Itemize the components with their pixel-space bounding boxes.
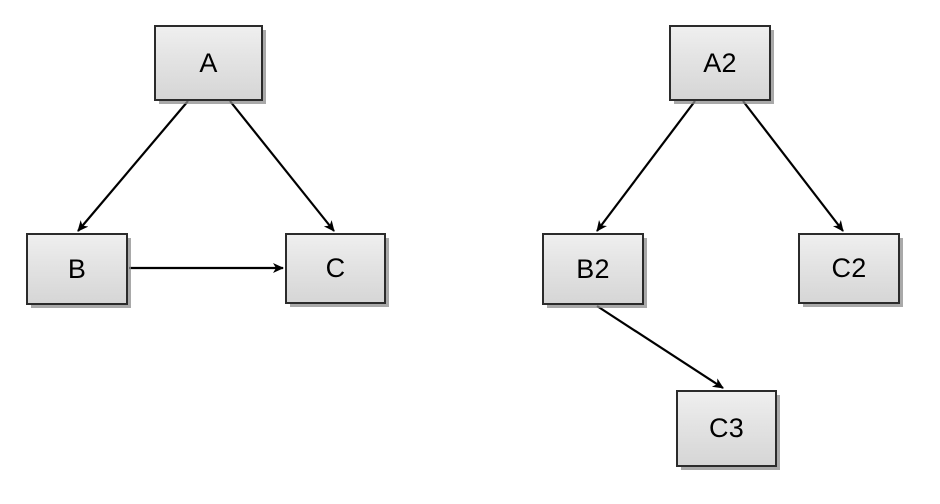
node-a2[interactable]: A2 — [669, 25, 771, 101]
node-c3[interactable]: C3 — [676, 390, 777, 467]
node-c2-label: C2 — [831, 253, 867, 283]
node-b[interactable]: B — [26, 233, 128, 305]
edge-b2-to-c3[interactable] — [596, 305, 724, 389]
node-b2[interactable]: B2 — [542, 233, 644, 305]
node-c2[interactable]: C2 — [798, 233, 900, 304]
edge-a-to-c[interactable] — [229, 100, 335, 232]
node-a-label: A — [199, 47, 218, 78]
node-c[interactable]: C — [285, 233, 386, 304]
node-b-label: B — [67, 253, 87, 284]
node-a2-label: A2 — [703, 47, 737, 78]
edge-a-to-b[interactable] — [77, 100, 189, 232]
node-c-label: C — [325, 253, 346, 283]
node-c3-label: C3 — [708, 413, 745, 443]
edge-a2-to-b2[interactable] — [596, 100, 696, 232]
node-a[interactable]: A — [154, 25, 263, 101]
edge-a2-to-c2[interactable] — [742, 100, 844, 232]
node-b2-label: B2 — [576, 253, 610, 284]
